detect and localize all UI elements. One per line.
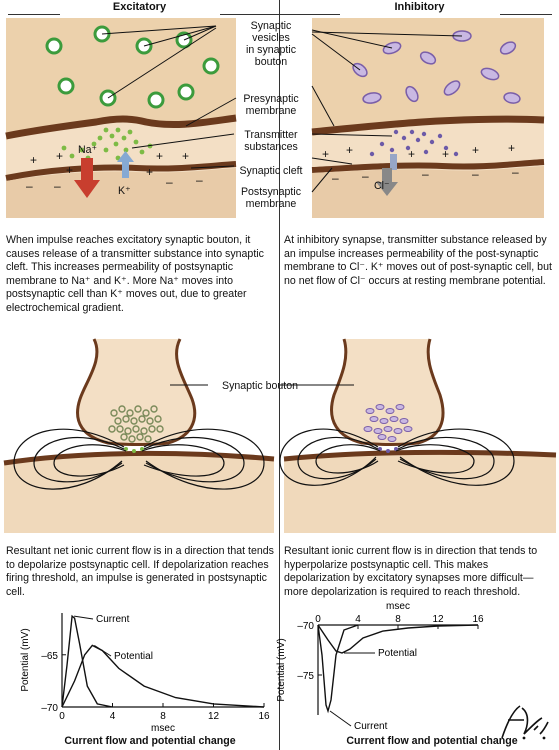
svg-text:+: + [30, 153, 37, 167]
x-tick-label: 8 [395, 614, 401, 625]
k-ion-label: K⁺ [118, 185, 131, 197]
x-tick-label: 0 [59, 711, 65, 722]
svg-text:+: + [442, 147, 449, 161]
series-label-potential: Potential [114, 651, 153, 662]
series-line-potential [61, 644, 265, 708]
x-tick-label: 0 [315, 614, 321, 625]
series-label-potential: Potential [378, 648, 417, 659]
svg-text:+: + [56, 149, 63, 163]
inhibitory-header: Inhibitory [394, 1, 445, 13]
svg-text:+: + [66, 163, 73, 177]
inhibitory-chart-caption: Current flow and potential change [346, 735, 518, 747]
x-axis-title: msec [386, 601, 410, 612]
svg-text:–: – [332, 171, 339, 185]
excitatory-chart-caption: Current flow and potential change [64, 735, 236, 747]
na-ion-label: Na⁺ [78, 144, 98, 156]
header-rule-right [280, 14, 340, 15]
svg-text:–: – [26, 179, 33, 193]
y-tick-label: –70 [297, 621, 314, 632]
svg-text:+: + [156, 149, 163, 163]
x-tick-label: 8 [160, 711, 166, 722]
svg-text:–: – [166, 175, 173, 189]
synaptic-bouton-label: Synaptic bouton [222, 380, 298, 392]
header-rule-right-2 [500, 14, 552, 15]
header-rule-left-2 [220, 14, 279, 15]
x-tick-label: 16 [258, 711, 270, 722]
svg-text:+: + [472, 143, 479, 157]
series-label-current: Current [96, 614, 130, 625]
svg-text:+: + [322, 147, 329, 161]
svg-text:+: + [408, 147, 415, 161]
x-tick-label: 12 [432, 614, 444, 625]
series-leader-current [329, 710, 352, 727]
synaptic-cleft-label: Synaptic cleft [239, 165, 303, 177]
y-tick-label: –70 [41, 703, 58, 714]
svg-text:–: – [196, 173, 203, 187]
y-tick-label: –65 [41, 651, 58, 662]
svg-text:–: – [512, 165, 519, 179]
svg-text:+: + [346, 143, 353, 157]
x-tick-label: 4 [355, 614, 361, 625]
excitatory-top-paragraph: When impulse reaches excitatory synaptic… [6, 234, 264, 314]
series-leader-potential [94, 644, 112, 657]
panel-divider [279, 0, 280, 750]
x-axis-title: msec [151, 723, 175, 734]
excitatory-header: Excitatory [112, 1, 167, 13]
netter-signature [501, 705, 549, 740]
inhibitory-synapse-illustration: + + + + + + – – – – – [311, 18, 545, 218]
series-line-current [317, 624, 359, 714]
y-axis-title: Potential (mV) [276, 638, 287, 701]
x-tick-label: 12 [208, 711, 220, 722]
inhibitory-top-paragraph: At inhibitory synapse, transmitter subst… [284, 234, 552, 287]
series-label-current: Current [354, 721, 388, 732]
y-axis-title: Potential (mV) [20, 628, 31, 691]
excitatory-mid-paragraph: Resultant net ionic current flow is in a… [6, 545, 274, 598]
svg-text:+: + [146, 165, 153, 179]
x-tick-label: 4 [110, 711, 116, 722]
svg-text:–: – [422, 167, 429, 181]
svg-text:+: + [182, 149, 189, 163]
svg-text:+: + [508, 141, 515, 155]
svg-text:–: – [472, 167, 479, 181]
svg-text:–: – [362, 169, 369, 183]
excitatory-current-illustration [3, 338, 275, 533]
excitatory-synapse-illustration: +++ +++ –––– [5, 18, 237, 218]
y-tick-label: –75 [297, 671, 314, 682]
series-line-current [61, 614, 113, 708]
header-rule-left [8, 14, 60, 15]
excitatory-potential-chart: 0 4 8 12 16 –65 –70 Potential (mV) msec CurrentPo… [20, 613, 270, 734]
inhibitory-mid-paragraph: Resultant ionic current flow is in direc… [284, 545, 538, 598]
series-line-potential [317, 624, 479, 654]
x-tick-label: 16 [472, 614, 484, 625]
svg-text:–: – [54, 179, 61, 193]
inhibitory-current-illustration [279, 338, 557, 533]
series-leader-current [74, 615, 94, 620]
cl-ion-label: Cl⁻ [374, 180, 390, 192]
